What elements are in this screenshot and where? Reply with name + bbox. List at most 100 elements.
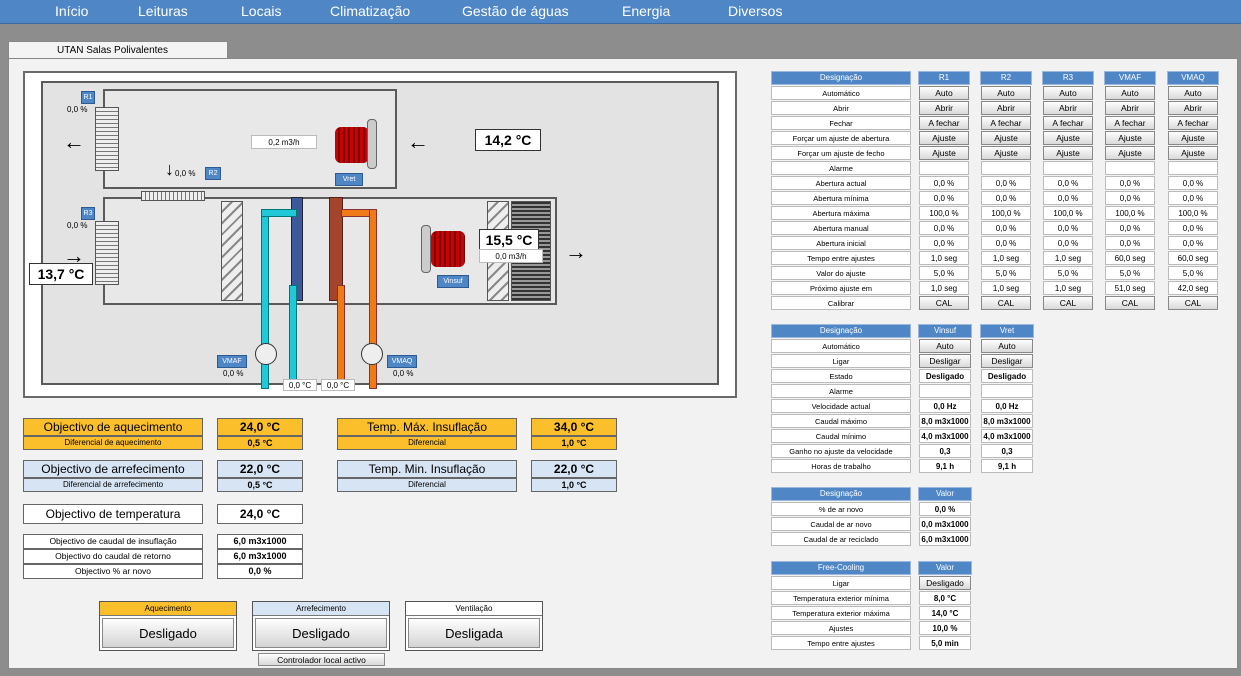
- temp-setpoint-value[interactable]: 24,0 °C: [217, 504, 303, 524]
- max-supply-label: Temp. Máx. Insuflação: [337, 418, 517, 436]
- damper-value-cell: 0,0 %: [919, 176, 969, 190]
- supply-fan-housing: [421, 225, 431, 273]
- freecooling-toggle-button[interactable]: Desligado: [919, 576, 971, 590]
- cooling-mode-button[interactable]: Desligado: [255, 618, 387, 648]
- max-supply-diff-label: Diferencial: [337, 436, 517, 450]
- damper-calibrate-button[interactable]: CAL: [919, 296, 969, 310]
- damper-value-cell: 0,0 %: [981, 176, 1031, 190]
- fan-row-label: Velocidade actual: [771, 399, 911, 413]
- damper-adjust-button[interactable]: Ajuste: [1105, 146, 1155, 160]
- r2-badge[interactable]: R2: [205, 167, 221, 180]
- heat-diff-label: Diferencial de aquecimento: [23, 436, 203, 450]
- damper-auto-button[interactable]: Auto: [1043, 86, 1093, 100]
- damper-value-cell: 5,0 %: [919, 266, 969, 280]
- heating-coil-icon: [329, 197, 343, 301]
- max-supply-diff[interactable]: 1,0 °C: [531, 436, 617, 450]
- damper-adjust-button[interactable]: Ajuste: [981, 131, 1031, 145]
- return-flow-target-value[interactable]: 6,0 m3x1000: [217, 549, 303, 564]
- damper-value-cell: 1,0 seg: [1043, 281, 1093, 295]
- damper-row-label: Tempo entre ajustes: [771, 251, 911, 265]
- vret-badge[interactable]: Vret: [335, 173, 363, 186]
- damper-auto-button[interactable]: Auto: [919, 86, 969, 100]
- damper-calibrate-button[interactable]: CAL: [1043, 296, 1093, 310]
- hot-valve-icon[interactable]: [361, 343, 383, 365]
- damper-adjust-button[interactable]: Ajuste: [1043, 131, 1093, 145]
- damper-value-cell: 0,0 %: [1043, 221, 1093, 235]
- damper-adjust-button[interactable]: Ajuste: [1043, 146, 1093, 160]
- fan-value-cell: 0,0 Hz: [919, 399, 971, 413]
- damper-value-cell: 5,0 %: [1043, 266, 1093, 280]
- ventilation-mode-button[interactable]: Desligada: [408, 618, 540, 648]
- nav-climatizacao[interactable]: Climatização: [330, 3, 411, 19]
- damper-auto-button[interactable]: Auto: [981, 86, 1031, 100]
- fan-auto-button[interactable]: Auto: [981, 339, 1033, 353]
- dampers-header[interactable]: Designação: [771, 71, 911, 85]
- damper-value-cell: 0,0 %: [919, 221, 969, 235]
- return-flow-target-label: Objectivo do caudal de retorno: [23, 549, 203, 564]
- vmaf-badge[interactable]: VMAF: [217, 355, 247, 368]
- fan-off-button[interactable]: Desligar: [981, 354, 1033, 368]
- nav-leituras[interactable]: Leituras: [138, 3, 188, 19]
- vinsuf-badge[interactable]: Vinsuf: [437, 275, 469, 288]
- damper-adjust-button[interactable]: Ajuste: [919, 146, 969, 160]
- vmaq-badge[interactable]: VMAQ: [387, 355, 417, 368]
- damper-close-button[interactable]: A fechar: [919, 116, 969, 130]
- r3-badge[interactable]: R3: [81, 207, 95, 220]
- r1-badge[interactable]: R1: [81, 91, 95, 104]
- nav-diversos[interactable]: Diversos: [728, 3, 783, 19]
- cool-setpoint-value[interactable]: 22,0 °C: [217, 460, 303, 478]
- heat-diff-value[interactable]: 0,5 °C: [217, 436, 303, 450]
- heating-mode-button[interactable]: Desligado: [102, 618, 234, 648]
- damper-open-button[interactable]: Abrir: [1168, 101, 1218, 115]
- damper-calibrate-button[interactable]: CAL: [1168, 296, 1218, 310]
- fan-value-cell: 8,0 m3x1000: [919, 414, 971, 428]
- damper-open-button[interactable]: Abrir: [919, 101, 969, 115]
- filter-icon: [221, 201, 243, 301]
- tab-utan[interactable]: UTAN Salas Polivalentes: [8, 41, 228, 59]
- r2-grille: [141, 191, 205, 201]
- damper-adjust-button[interactable]: Ajuste: [1105, 131, 1155, 145]
- fan-row-label: Caudal mínimo: [771, 429, 911, 443]
- damper-calibrate-button[interactable]: CAL: [981, 296, 1031, 310]
- damper-close-button[interactable]: A fechar: [1043, 116, 1093, 130]
- fresh-air-target-value[interactable]: 0,0 %: [217, 564, 303, 579]
- damper-adjust-button[interactable]: Ajuste: [919, 131, 969, 145]
- damper-calibrate-button[interactable]: CAL: [1105, 296, 1155, 310]
- damper-open-button[interactable]: Abrir: [1043, 101, 1093, 115]
- local-controller-button[interactable]: Controlador local activo: [258, 653, 385, 666]
- r2-pct: 0,0 %: [175, 169, 196, 178]
- cool-diff-value[interactable]: 0,5 °C: [217, 478, 303, 492]
- damper-close-button[interactable]: A fechar: [1168, 116, 1218, 130]
- damper-value-cell: 0,0 %: [1043, 191, 1093, 205]
- cool-setpoint-label: Objectivo de arrefecimento: [23, 460, 203, 478]
- damper-adjust-button[interactable]: Ajuste: [1168, 131, 1218, 145]
- damper-adjust-button[interactable]: Ajuste: [981, 146, 1031, 160]
- damper-close-button[interactable]: A fechar: [1105, 116, 1155, 130]
- damper-close-button[interactable]: A fechar: [981, 116, 1031, 130]
- min-supply-diff[interactable]: 1,0 °C: [531, 478, 617, 492]
- supply-temp: 15,5 °C: [479, 229, 539, 251]
- damper-auto-button[interactable]: Auto: [1168, 86, 1218, 100]
- fan-auto-button[interactable]: Auto: [919, 339, 971, 353]
- fan-off-button[interactable]: Desligar: [919, 354, 971, 368]
- heat-setpoint-value[interactable]: 24,0 °C: [217, 418, 303, 436]
- nav-inicio[interactable]: Início: [55, 3, 89, 19]
- nav-gestao-aguas[interactable]: Gestão de águas: [462, 3, 569, 19]
- freecooling-value-cell: 5,0 min: [919, 636, 971, 650]
- max-supply-value[interactable]: 34,0 °C: [531, 418, 617, 436]
- damper-value-cell: 0,0 %: [981, 221, 1031, 235]
- air-header: Designação: [771, 487, 911, 501]
- damper-value-cell: 0,0 %: [1168, 191, 1218, 205]
- supply-flow-target-value[interactable]: 6,0 m3x1000: [217, 534, 303, 549]
- damper-open-button[interactable]: Abrir: [1105, 101, 1155, 115]
- nav-locais[interactable]: Locais: [241, 3, 282, 19]
- damper-row-label: Calibrar: [771, 296, 911, 310]
- cold-valve-icon[interactable]: [255, 343, 277, 365]
- damper-adjust-button[interactable]: Ajuste: [1168, 146, 1218, 160]
- damper-open-button[interactable]: Abrir: [981, 101, 1031, 115]
- min-supply-value[interactable]: 22,0 °C: [531, 460, 617, 478]
- supply-flow: 0,0 m3/h: [479, 249, 543, 263]
- nav-energia[interactable]: Energia: [622, 3, 671, 19]
- damper-value-cell: 100,0 %: [1168, 206, 1218, 220]
- damper-auto-button[interactable]: Auto: [1105, 86, 1155, 100]
